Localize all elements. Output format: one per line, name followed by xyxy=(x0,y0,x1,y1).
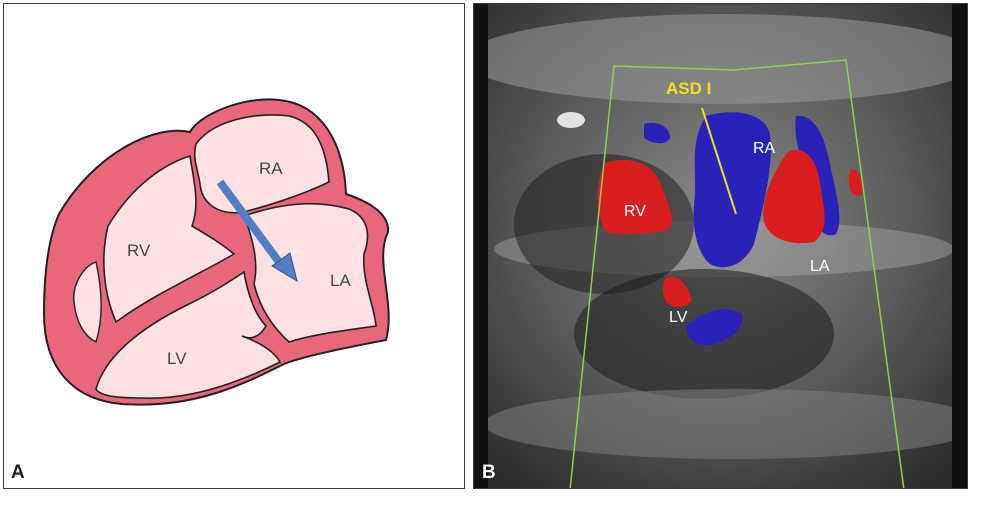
bright-spot xyxy=(557,112,585,128)
doppler-red-lv xyxy=(663,276,692,308)
shunt-arrow-head xyxy=(271,252,298,283)
la-chamber xyxy=(242,202,377,343)
lv-chamber xyxy=(95,270,282,399)
label-ra: RA xyxy=(259,159,283,178)
doppler-red-ra xyxy=(763,149,825,244)
panel-a-letter: A xyxy=(11,462,25,483)
doppler-blue-flow xyxy=(693,112,771,268)
heart-diagram: RA RV LA LV xyxy=(42,98,390,406)
label-ra: RA xyxy=(753,140,776,157)
tissue-band-bottom xyxy=(484,389,967,459)
doppler-blue-flow-lower xyxy=(686,309,743,346)
dark-border-left xyxy=(474,4,488,488)
label-lv: LV xyxy=(167,349,187,368)
rv-chamber xyxy=(103,154,236,324)
label-asd: ASD I xyxy=(666,79,711,98)
echo-image: ASD I RA RV LA LV xyxy=(474,4,967,488)
label-rv: RV xyxy=(127,241,151,260)
panel-b-letter: B xyxy=(482,462,496,483)
tissue-band-top xyxy=(474,14,967,104)
doppler-red-rv xyxy=(597,159,673,235)
septum-highlight xyxy=(73,261,102,343)
asd-pointer-line xyxy=(701,107,737,215)
label-la: LA xyxy=(810,258,830,275)
dark-border-right xyxy=(952,4,967,488)
label-la: LA xyxy=(330,271,351,290)
panel-a-heart-diagram: RA RV LA LV A xyxy=(3,3,465,489)
doppler-sector-outline xyxy=(569,59,905,488)
label-rv: RV xyxy=(624,203,646,220)
shunt-arrow-shaft xyxy=(216,179,283,265)
doppler-blue-small xyxy=(644,122,670,144)
panel-b-echo-image: ASD I RA RV LA LV B xyxy=(473,3,968,489)
doppler-red-small xyxy=(848,169,863,196)
label-lv: LV xyxy=(669,309,688,326)
